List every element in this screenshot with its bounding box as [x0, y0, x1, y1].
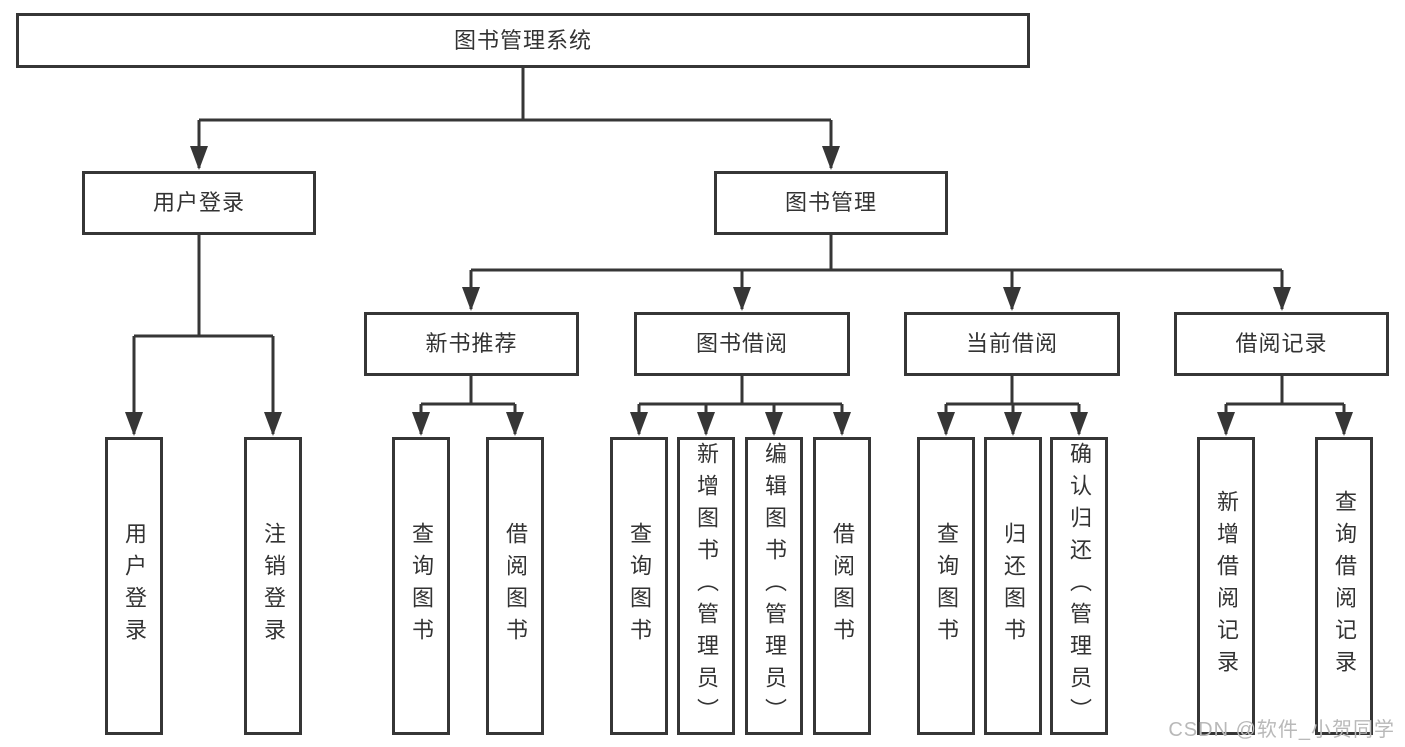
node-label: 图书借阅	[695, 331, 788, 356]
node-label: 图书管理	[784, 190, 877, 215]
leaf-borrow-add-books-admin: 新增图书（管理员）	[677, 437, 735, 735]
leaf-label: 借阅图书	[830, 522, 855, 650]
leaf-recommend-query-books: 查询图书	[392, 437, 450, 735]
node-label: 新书推荐	[425, 331, 518, 356]
leaf-recommend-borrow-books: 借阅图书	[486, 437, 544, 735]
leaf-logout: 注销登录	[244, 437, 302, 735]
node-borrow-records: 借阅记录	[1174, 312, 1389, 376]
node-label: 图书管理系统	[453, 27, 592, 53]
leaf-label: 编辑图书（管理员）	[762, 442, 787, 730]
node-library-management-system: 图书管理系统	[16, 13, 1030, 68]
node-label: 当前借阅	[965, 331, 1058, 356]
leaf-label: 确认归还（管理员）	[1067, 442, 1092, 730]
leaf-label: 新增借阅记录	[1214, 490, 1239, 682]
leaf-label: 借阅图书	[503, 522, 528, 650]
leaf-records-add-borrow-record: 新增借阅记录	[1197, 437, 1255, 735]
leaf-current-return-books: 归还图书	[984, 437, 1042, 735]
leaf-label: 归还图书	[1001, 522, 1026, 650]
leaf-label: 查询借阅记录	[1332, 490, 1357, 682]
leaf-label: 查询图书	[934, 522, 959, 650]
node-book-borrow: 图书借阅	[634, 312, 850, 376]
leaf-borrow-borrow-books: 借阅图书	[813, 437, 871, 735]
leaf-records-query-borrow-record: 查询借阅记录	[1315, 437, 1373, 735]
csdn-watermark: CSDN @软件_小贺同学	[1168, 719, 1395, 741]
leaf-label: 查询图书	[409, 522, 434, 650]
node-new-book-recommend: 新书推荐	[364, 312, 579, 376]
node-book-management: 图书管理	[714, 171, 948, 235]
leaf-current-confirm-return-admin: 确认归还（管理员）	[1050, 437, 1108, 735]
leaf-borrow-query-books: 查询图书	[610, 437, 668, 735]
arrowheads	[125, 146, 1353, 436]
leaf-label: 查询图书	[627, 522, 652, 650]
node-label: 用户登录	[152, 190, 245, 215]
node-user-login: 用户登录	[82, 171, 316, 235]
node-label: 借阅记录	[1235, 331, 1328, 356]
leaf-current-query-books: 查询图书	[917, 437, 975, 735]
leaf-borrow-edit-books-admin: 编辑图书（管理员）	[745, 437, 803, 735]
node-current-borrow: 当前借阅	[904, 312, 1120, 376]
leaf-label: 用户登录	[122, 522, 147, 650]
leaf-user-login: 用户登录	[105, 437, 163, 735]
leaf-label: 新增图书（管理员）	[694, 442, 719, 730]
leaf-label: 注销登录	[261, 522, 286, 650]
